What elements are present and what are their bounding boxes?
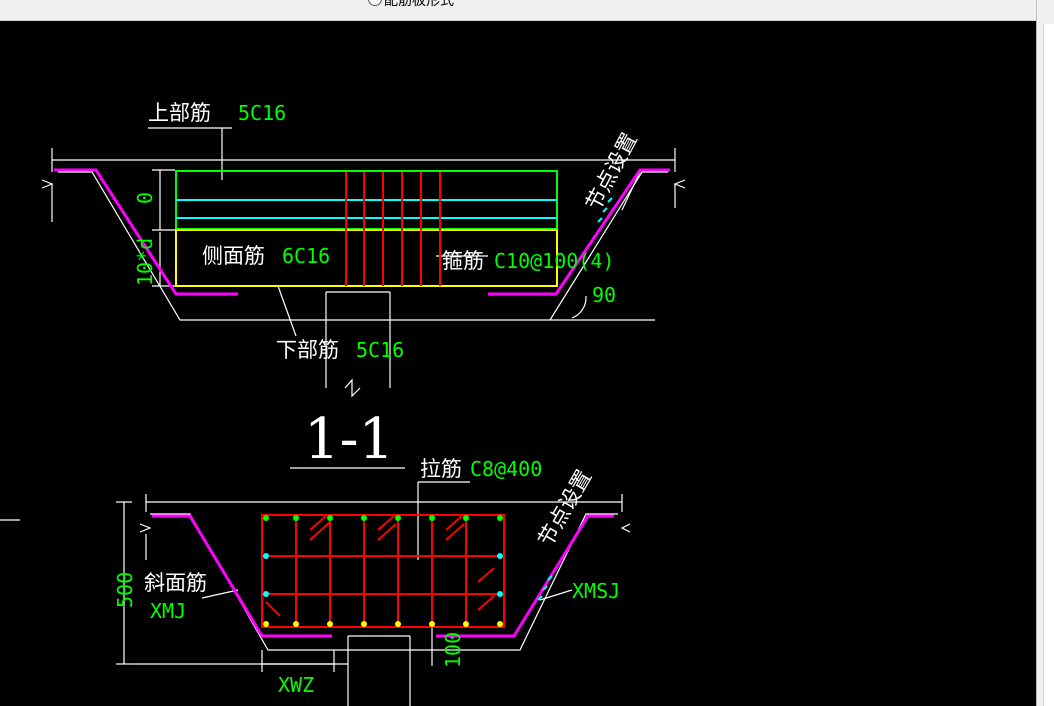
stirrup-label: 箍筋 <box>442 249 484 273</box>
section-2-stirrups <box>261 514 505 628</box>
bottom-bar-value: 5C16 <box>356 338 404 362</box>
slope-bar-label: 斜面筋 <box>144 571 207 595</box>
tie-value: C8@400 <box>470 457 542 481</box>
section-title: 1-1 <box>304 407 394 472</box>
stirrup-value: C10@100(4) <box>494 249 614 273</box>
section-1-slope-bars <box>54 168 670 296</box>
section-2-node-ticks <box>537 575 553 601</box>
tie-label: 拉筋 <box>420 457 462 481</box>
section-1-outline <box>41 127 686 469</box>
bottom-bar-label: 下部筋 <box>276 338 339 362</box>
slope-anchor-value: XMSJ <box>572 579 620 603</box>
width-code: XWZ <box>278 673 314 697</box>
section-1-bottom-bars <box>175 229 558 287</box>
side-bar-value: 6C16 <box>282 244 330 268</box>
angle-value: 90 <box>592 283 616 307</box>
section-1-node-setting[interactable]: 节点设置 <box>581 129 642 214</box>
section-2-bar-dots <box>263 515 503 627</box>
section-1-stirrups <box>345 172 441 286</box>
right-window-frame <box>1036 0 1054 706</box>
height-dim: 500 <box>113 572 137 608</box>
section-2-outline <box>0 481 631 706</box>
side-length-dim: 10*d <box>133 238 157 286</box>
top-bar-label: 上部筋 <box>148 101 211 125</box>
section-1-side-bars <box>176 199 557 219</box>
top-option-label[interactable]: 配筋板形式 <box>384 0 454 9</box>
top-cover-dim: 0 <box>133 192 157 204</box>
section-1-node-ticks <box>597 197 613 223</box>
right-scroll-area[interactable] <box>1043 24 1054 706</box>
slope-bar-value: XMJ <box>150 599 186 623</box>
side-bar-label: 侧面筋 <box>202 244 265 268</box>
top-bar-value: 5C16 <box>238 101 286 125</box>
options-bar: 配筋板形式 <box>0 0 1036 21</box>
section-2-node-setting[interactable]: 节点设置 <box>534 466 597 551</box>
bottom-dim: 100 <box>441 632 465 668</box>
